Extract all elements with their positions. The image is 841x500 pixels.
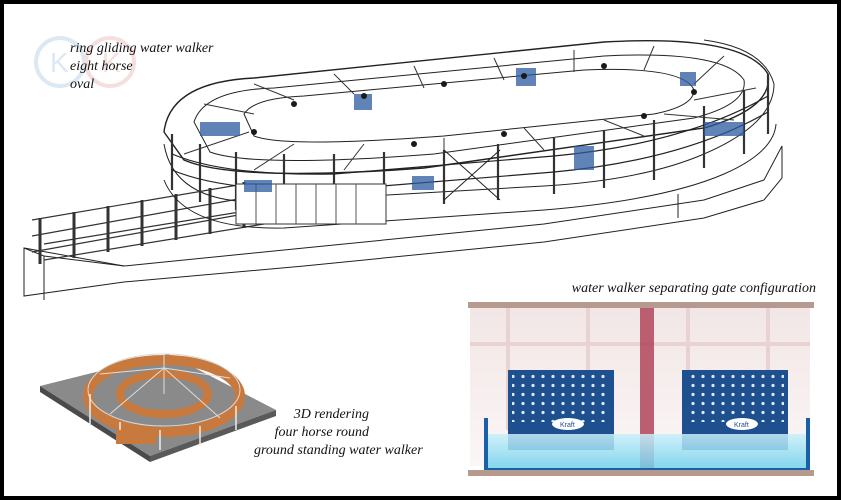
caption-line: ground standing water walker (254, 443, 423, 458)
oval-walker-drawing (23, 39, 783, 300)
rendering-caption: 3D rendering four horse round ground sta… (254, 406, 423, 460)
svg-text:K: K (102, 47, 121, 78)
round-walker-rendering (40, 353, 276, 462)
gate-caption: water walker separating gate configurati… (571, 281, 816, 296)
caption-line: ring gliding water walker (70, 41, 214, 56)
caption-line: eight horse (70, 59, 133, 74)
image-frame: K K (4, 4, 837, 496)
kraft-badge-text: Kraft (734, 422, 749, 429)
oval-walker-caption: ring gliding water walker eight horse ov… (70, 40, 214, 94)
separating-gate-diagram: Kraft Kraft (468, 302, 814, 476)
caption-line: oval (70, 77, 95, 92)
kraft-watermark-logo: K K (34, 36, 136, 88)
caption-line: 3D rendering (293, 407, 369, 422)
kraft-badge-text: Kraft (560, 422, 575, 429)
caption-line: four horse round (274, 425, 369, 440)
svg-text:K: K (50, 47, 69, 78)
